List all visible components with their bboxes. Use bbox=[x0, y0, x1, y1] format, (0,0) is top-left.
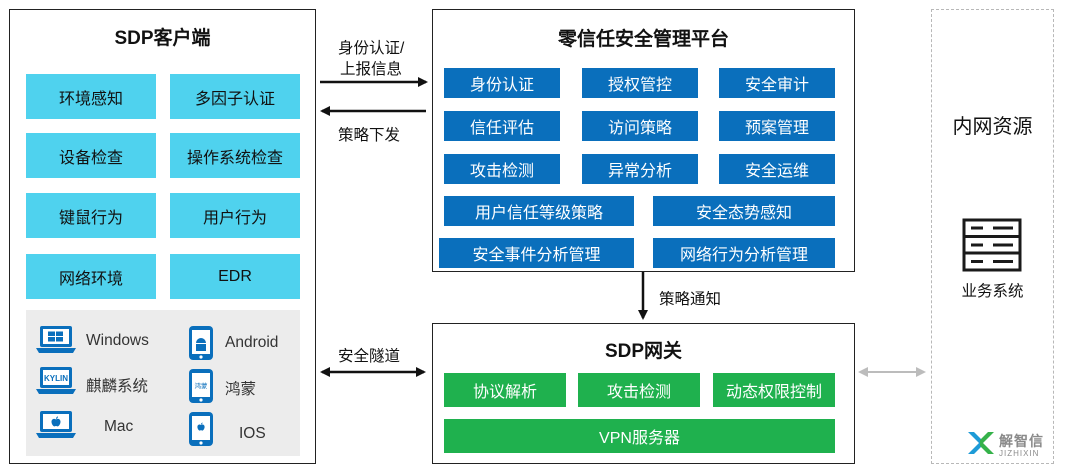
platform-title: 零信任安全管理平台 bbox=[557, 29, 729, 50]
sdp-client-panel: SDP客户端 环境感知 多因子认证 设备检查 操作系统检查 键鼠行为 用户行为 … bbox=[9, 9, 316, 464]
label-auth-report-line1: 身份认证/ bbox=[338, 40, 405, 57]
client-item-user-behavior: 用户行为 bbox=[170, 193, 300, 238]
client-item-network-env: 网络环境 bbox=[26, 254, 156, 299]
harmony-phone-icon: 鸿蒙 bbox=[188, 368, 214, 409]
os-label-ios: IOS bbox=[239, 425, 266, 442]
platform-item-security-event-analysis: 安全事件分析管理 bbox=[439, 238, 634, 268]
intranet-resources-panel: 内网资源 业务系统 解智信 JIZHIXIN bbox=[931, 9, 1054, 464]
os-label-kylin: 麒麟系统 bbox=[86, 378, 149, 395]
client-item-os-check: 操作系统检查 bbox=[170, 133, 300, 178]
platform-item-attack-detection: 攻击检测 bbox=[444, 154, 560, 184]
label-auth-report-line2: 上报信息 bbox=[340, 61, 403, 78]
gateway-item-dynamic-permission: 动态权限控制 bbox=[713, 373, 835, 407]
ios-phone-icon bbox=[188, 411, 214, 452]
client-item-keymouse-behavior: 键鼠行为 bbox=[26, 193, 156, 238]
label-secure-tunnel: 安全隧道 bbox=[338, 348, 401, 365]
kylin-icon-text: KYLIN bbox=[44, 374, 68, 383]
intranet-title: 内网资源 bbox=[952, 116, 1033, 138]
os-label-mac: Mac bbox=[104, 418, 134, 435]
gateway-item-attack-detection: 攻击检测 bbox=[578, 373, 700, 407]
platform-item-situation-awareness: 安全态势感知 bbox=[653, 196, 835, 226]
kylin-laptop-icon: KYLIN bbox=[36, 366, 76, 401]
client-item-mfa: 多因子认证 bbox=[170, 74, 300, 119]
watermark-cn: 解智信 bbox=[999, 433, 1044, 449]
platform-item-network-behavior-analysis: 网络行为分析管理 bbox=[653, 238, 835, 268]
platform-item-access-policy: 访问策略 bbox=[582, 111, 698, 141]
sdp-client-title: SDP客户端 bbox=[114, 28, 211, 49]
gateway-title: SDP网关 bbox=[604, 341, 683, 362]
client-item-env-sensing: 环境感知 bbox=[26, 74, 156, 119]
platform-item-security-ops: 安全运维 bbox=[719, 154, 835, 184]
platform-item-anomaly-analysis: 异常分析 bbox=[582, 154, 698, 184]
client-item-device-check: 设备检查 bbox=[26, 133, 156, 178]
harmony-icon-text: 鸿蒙 bbox=[195, 381, 209, 390]
watermark-en: JIZHIXIN bbox=[999, 449, 1040, 458]
label-policy-issue: 策略下发 bbox=[338, 127, 401, 144]
os-label-windows: Windows bbox=[86, 332, 149, 349]
platform-item-authorization-control: 授权管控 bbox=[582, 68, 698, 98]
label-policy-notify: 策略通知 bbox=[659, 291, 722, 308]
client-item-edr: EDR bbox=[170, 254, 300, 299]
mac-laptop-icon bbox=[36, 410, 76, 445]
zero-trust-platform-panel: 零信任安全管理平台 身份认证 授权管控 安全审计 信任评估 访问策略 预案管理 … bbox=[432, 9, 855, 272]
gateway-item-protocol-parsing: 协议解析 bbox=[444, 373, 566, 407]
server-rack-icon bbox=[962, 218, 1022, 277]
server-label: 业务系统 bbox=[961, 283, 1024, 300]
windows-laptop-icon bbox=[36, 325, 76, 360]
os-label-harmony: 鸿蒙 bbox=[225, 381, 257, 398]
os-support-area: Windows Android KYLIN 麒麟系统 bbox=[26, 310, 300, 456]
platform-item-user-trust-level-policy: 用户信任等级策略 bbox=[444, 196, 634, 226]
gateway-item-vpn-server: VPN服务器 bbox=[444, 419, 835, 453]
os-label-android: Android bbox=[225, 334, 279, 351]
android-phone-icon bbox=[188, 325, 214, 366]
platform-item-contingency-management: 预案管理 bbox=[719, 111, 835, 141]
sdp-gateway-panel: SDP网关 协议解析 攻击检测 动态权限控制 VPN服务器 bbox=[432, 323, 855, 464]
platform-item-trust-evaluation: 信任评估 bbox=[444, 111, 560, 141]
jizhixin-logo-icon bbox=[966, 430, 996, 461]
platform-item-identity-auth: 身份认证 bbox=[444, 68, 560, 98]
platform-item-security-audit: 安全审计 bbox=[719, 68, 835, 98]
